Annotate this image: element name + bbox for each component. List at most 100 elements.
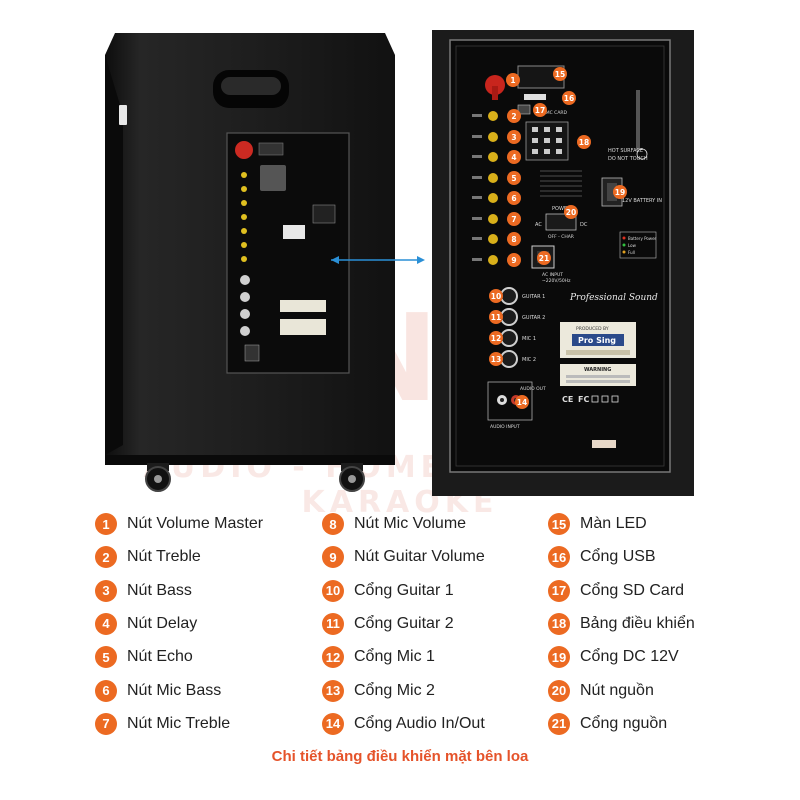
svg-text:1: 1 <box>510 76 515 85</box>
callout-badge: 5 <box>507 171 521 185</box>
hot-surface-label-1: HOT SURFACE <box>608 148 643 154</box>
callout-badge: 17 <box>533 103 547 117</box>
callout-badge: 9 <box>507 253 521 267</box>
callout-badge: 10 <box>489 289 503 303</box>
svg-text:WARNING: WARNING <box>584 367 611 373</box>
callout-badge: 13 <box>489 352 503 366</box>
control-panel-closeup: SD/MMC CARD HOT SURFACE DO NOT TOUCH 12V… <box>432 30 694 496</box>
svg-text:Battery Power: Battery Power <box>628 236 657 241</box>
svg-text:GUITAR 2: GUITAR 2 <box>522 315 545 321</box>
legend-number-badge: 14 <box>322 712 344 735</box>
callout-badge: 11 <box>489 310 503 324</box>
svg-text:14: 14 <box>517 398 527 407</box>
control-panel-small <box>226 132 350 374</box>
callout-badge: 14 <box>515 395 529 409</box>
legend-label: Nút Mic Bass <box>127 681 222 699</box>
svg-text:9: 9 <box>511 256 516 265</box>
sd-slot <box>517 104 531 115</box>
legend-number-badge: 15 <box>548 513 570 535</box>
callout-badge: 1 <box>506 73 520 87</box>
callout-badge: 19 <box>613 185 627 199</box>
svg-text:OFF - CHAR: OFF - CHAR <box>548 234 574 240</box>
hot-surface-label-2: DO NOT TOUCH <box>608 156 648 162</box>
svg-text:MIC 1: MIC 1 <box>522 336 536 342</box>
battery-label: 12V BATTERY IN <box>622 198 662 204</box>
svg-text:AUDIO INPUT: AUDIO INPUT <box>490 424 520 430</box>
legend-label: Cổng USB <box>580 548 656 566</box>
legend-label: Màn LED <box>580 515 647 532</box>
legend-number-badge: 12 <box>322 646 344 669</box>
svg-text:PRODUCED BY: PRODUCED BY <box>576 326 609 332</box>
callout-badge: 7 <box>507 212 521 226</box>
brand-name: Pro Sing <box>578 336 616 345</box>
legend-number-badge: 5 <box>95 646 117 669</box>
callout-badge: 2 <box>507 109 521 123</box>
callout-badge: 16 <box>562 91 576 105</box>
legend-number-badge: 2 <box>95 546 117 569</box>
legend-label: Nút nguồn <box>580 681 654 699</box>
speaker-back-photo <box>105 33 425 492</box>
svg-text:21: 21 <box>539 254 549 263</box>
legend-item: 7 Nút Mic Treble <box>95 712 230 736</box>
legend-label: Cổng Audio In/Out <box>354 714 485 732</box>
battery-indicator <box>619 231 657 259</box>
legend-label: Cổng Guitar 1 <box>354 581 454 599</box>
svg-text:MIC 2: MIC 2 <box>522 357 536 363</box>
legend-number-badge: 18 <box>548 612 570 635</box>
legend-item: 15 Màn LED <box>548 512 647 536</box>
svg-text:18: 18 <box>579 138 589 147</box>
legend-item: 5 Nút Echo <box>95 645 193 669</box>
svg-text:DC: DC <box>580 222 588 228</box>
svg-text:Full: Full <box>628 250 635 255</box>
callout-badge: 18 <box>577 135 591 149</box>
hot-surface-icon <box>636 148 648 160</box>
panel-frame <box>449 39 671 473</box>
legend-number-badge: 11 <box>322 612 344 635</box>
legend-item: 18 Bảng điều khiển <box>548 612 695 636</box>
legend-label: Nút Delay <box>127 614 198 632</box>
legend-number-badge: 1 <box>95 513 117 535</box>
callout-badge: 12 <box>489 331 503 345</box>
legend-number-badge: 17 <box>548 579 570 602</box>
legend-label: Cổng DC 12V <box>580 648 679 666</box>
legend-label: Nút Echo <box>127 648 193 666</box>
svg-text:11: 11 <box>491 313 501 322</box>
legend-number-badge: 9 <box>322 546 344 569</box>
legend-number-badge: 20 <box>548 679 570 702</box>
legend-label: Bảng điều khiển <box>580 614 695 632</box>
callout-badge: 15 <box>553 67 567 81</box>
svg-text:2: 2 <box>511 112 516 121</box>
svg-text:~220V/50Hz: ~220V/50Hz <box>542 278 571 284</box>
legend-number-badge: 3 <box>95 579 117 602</box>
svg-text:10: 10 <box>491 292 501 301</box>
legend-number-badge: 13 <box>322 679 344 702</box>
legend-label: Nút Volume Master <box>127 515 264 532</box>
legend-label: Nút Bass <box>127 581 192 599</box>
svg-text:FC: FC <box>578 395 589 404</box>
svg-text:7: 7 <box>511 215 516 224</box>
legend-label: Nút Guitar Volume <box>354 548 485 566</box>
input-jacks <box>500 287 518 368</box>
legend-label: Cổng SD Card <box>580 581 685 599</box>
svg-text:6: 6 <box>511 194 516 203</box>
svg-text:CE: CE <box>562 395 573 404</box>
sd-label: SD/MMC CARD <box>534 110 568 116</box>
legend-number-badge: 7 <box>95 712 117 735</box>
svg-text:19: 19 <box>615 188 625 197</box>
legend-label: Nút Mic Treble <box>127 714 231 732</box>
legend-item: 17 Cổng SD Card <box>548 579 684 603</box>
legend-item: 1 Nút Volume Master <box>95 512 263 536</box>
legend-item: 9 Nút Guitar Volume <box>322 545 485 569</box>
legend-number-badge: 8 <box>322 513 344 535</box>
